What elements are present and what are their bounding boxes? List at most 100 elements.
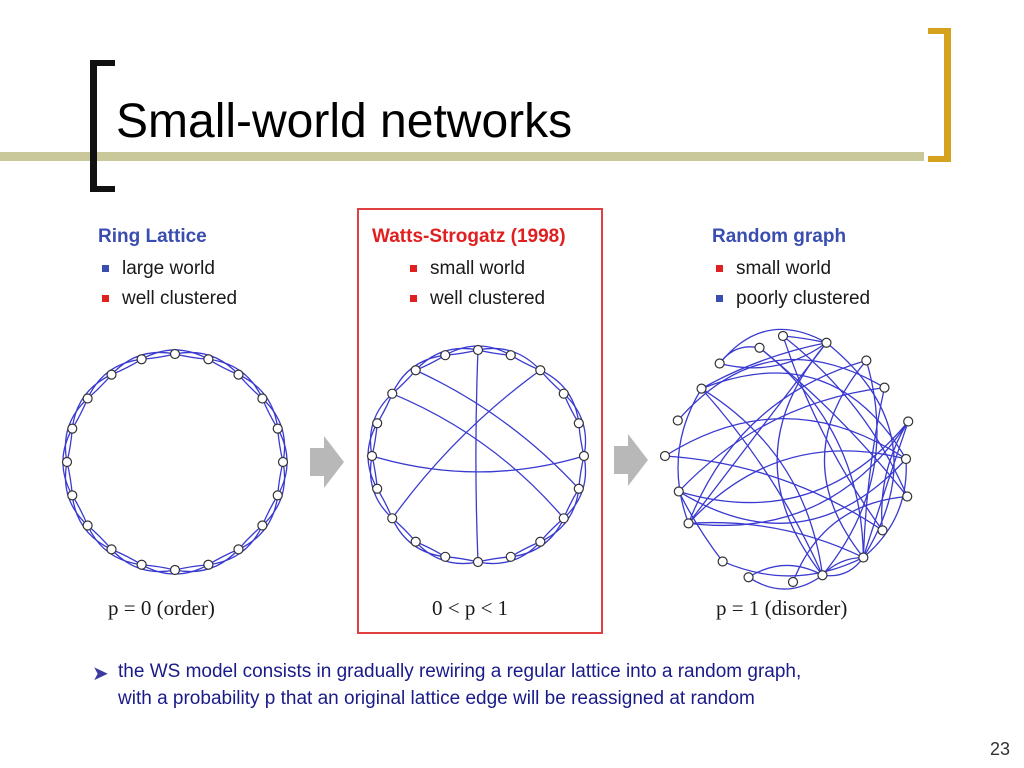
graph-node [578, 450, 590, 462]
random-edge [748, 564, 823, 578]
graph-node [573, 483, 584, 494]
graph-node [673, 486, 684, 497]
graph-node [714, 358, 725, 369]
graph-node [410, 536, 421, 547]
graph-node [817, 570, 828, 581]
graph-node [372, 418, 383, 429]
random-edge [678, 458, 907, 524]
bullet-text: small world [736, 258, 832, 279]
bullet-text: well clustered [122, 288, 238, 309]
graph-edge [540, 369, 580, 424]
random-edge [862, 458, 907, 558]
panel-bullet: well clustered [406, 284, 566, 314]
graph-node [233, 369, 244, 380]
random-edge [759, 347, 908, 497]
graph-node [61, 456, 73, 468]
random-edge [748, 574, 823, 590]
random-edge [678, 386, 885, 492]
graph-node [233, 544, 244, 555]
left-bracket-decoration [90, 60, 115, 192]
bullet-text: small world [430, 258, 526, 279]
random-edge [862, 387, 886, 558]
graph-node [67, 423, 78, 434]
random-edge [776, 342, 827, 576]
bullet-text: well clustered [430, 288, 546, 309]
random-edge [782, 335, 908, 497]
bullet-text: poorly clustered [736, 288, 871, 309]
graph-edge [540, 488, 580, 543]
panel-bullet: small world [712, 254, 870, 284]
panel-title-ring-lattice: Ring Lattice [98, 226, 207, 247]
graph-edge [71, 495, 112, 550]
graph-node [717, 556, 728, 567]
graph-edge [391, 518, 446, 558]
random-edge [664, 455, 883, 531]
graph-node [535, 536, 546, 547]
graph-node [440, 350, 451, 361]
square-bullet-icon [102, 265, 109, 272]
graph-node [169, 348, 181, 360]
shortcut-edge [415, 369, 580, 490]
square-bullet-icon [410, 295, 417, 302]
graph-node [203, 354, 214, 365]
square-bullet-icon [102, 295, 109, 302]
graph-node [777, 330, 789, 342]
graph-node [879, 382, 890, 393]
graph-edge [510, 518, 565, 558]
graph-node [672, 415, 683, 426]
note-line-2: with a probability p that an original la… [118, 688, 755, 709]
graph-node [573, 418, 584, 429]
panel-title-random-graph: Random graph [712, 226, 847, 247]
random-edge [862, 421, 909, 558]
graph-node [858, 552, 869, 563]
graph-node [902, 491, 913, 502]
graph-node [257, 520, 268, 531]
graph-node [861, 355, 872, 366]
panel-random-graph: Random graph small world poorly clustere… [712, 220, 870, 314]
panel-watts-strogatz: Watts-Strogatz (1998) small world well c… [372, 220, 566, 314]
graph-edge [391, 354, 446, 394]
graph-node [505, 551, 516, 562]
graph-node [877, 525, 888, 536]
graph-node [67, 490, 78, 501]
page-number: 23 [989, 739, 1010, 759]
graph-edge [208, 358, 263, 399]
graph-node [472, 344, 484, 356]
graph-node [787, 576, 799, 588]
panel-bullet: well clustered [98, 284, 237, 314]
graph-node [821, 337, 832, 348]
random-edge [664, 418, 907, 460]
graph-node [696, 383, 707, 394]
shortcut-edge [391, 369, 541, 519]
graph-node [743, 572, 754, 583]
graph-node [535, 365, 546, 376]
caption-watts-strogatz: 0 < p < 1 [432, 596, 509, 620]
graph-node [169, 564, 181, 576]
graph-node [366, 450, 378, 462]
graph-node [277, 456, 289, 468]
random-edge [688, 450, 907, 524]
random-edge [823, 360, 867, 558]
graph-node [136, 354, 147, 365]
panel-title-watts-strogatz: Watts-Strogatz (1998) [372, 226, 566, 247]
graph-edge [208, 525, 263, 566]
random-edge [881, 421, 909, 531]
random-edge [719, 346, 760, 364]
watts-strogatz-graph [366, 344, 590, 568]
graph-node [505, 350, 516, 361]
caption-ring-lattice: p = 0 (order) [108, 596, 215, 620]
graph-edge [87, 525, 142, 566]
graph-edge [238, 495, 279, 550]
graph-node [272, 490, 283, 501]
ring-lattice-graph [61, 348, 289, 576]
shortcut-edge [391, 393, 565, 519]
shortcut-edge [475, 349, 479, 563]
random-edge [678, 491, 724, 562]
shortcut-edge [371, 455, 585, 473]
title-rule [0, 152, 924, 161]
graph-node [558, 513, 569, 524]
graph-node [900, 453, 912, 465]
graph-node [754, 342, 765, 353]
graph-node [82, 520, 93, 531]
graph-node [472, 556, 484, 568]
